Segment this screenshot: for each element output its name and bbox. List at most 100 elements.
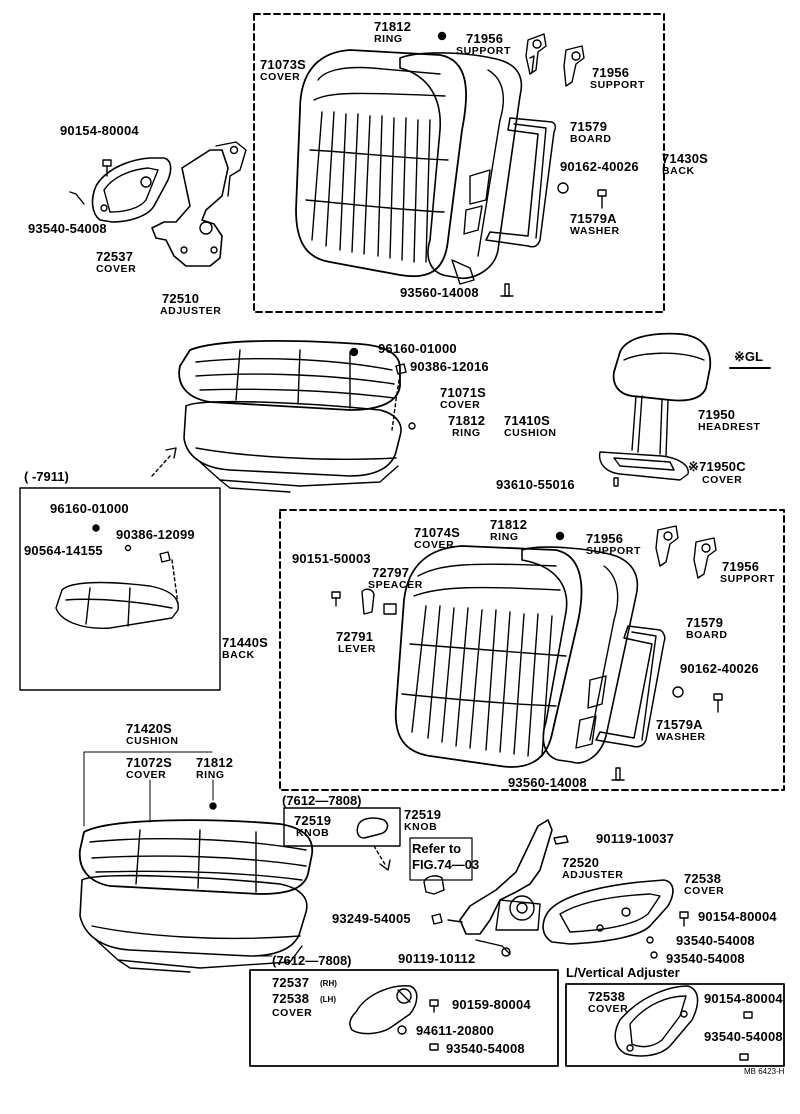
label-71440s: 71440S [222, 635, 269, 650]
label-rh: (RH) [320, 979, 337, 988]
label-cover-71074s: COVER [414, 539, 455, 551]
upper-back-group-frame [253, 13, 665, 313]
label-71074s: 71074S [414, 525, 461, 540]
upper-seatback-cover [295, 49, 467, 278]
label-knob: KNOB [404, 821, 438, 833]
knob-box [283, 807, 401, 871]
bottom-box-left [249, 955, 559, 1067]
label-71579a-upper: 71579A [570, 211, 617, 226]
label-7911: ( -7911) [24, 469, 69, 484]
label-71956-lower-2: 71956 [722, 559, 760, 574]
label-93540-54008-mid-1: 93540-54008 [676, 933, 755, 948]
label-7612-7808-top: (7612—7808) [282, 793, 362, 808]
lower-back-group-frame [279, 509, 785, 791]
label-71073s: 71073S [260, 57, 307, 72]
label-ring-lower: RING [490, 531, 519, 543]
label-cover-72537-upper: COVER [96, 263, 137, 275]
label-90154-80004-mid: 90154-80004 [698, 909, 777, 924]
label-71579-lower: 71579 [686, 615, 724, 630]
vertical-adjuster [431, 819, 569, 957]
label-90564-14155: 90564-14155 [24, 543, 103, 558]
label-71956-lower-1: 71956 [586, 531, 624, 546]
label-90119-10037: 90119-10037 [596, 831, 675, 846]
label-cover-bottom-right: COVER [588, 1003, 629, 1015]
label-lever: LEVER [338, 643, 377, 655]
label-71410s: 71410S [504, 413, 551, 428]
label-ring-front: RING [196, 769, 225, 781]
label-72519-box: 72519 [294, 813, 332, 828]
rear-seat-cushion-cover [178, 340, 401, 411]
label-93540-54008-mid-2: 93540-54008 [666, 951, 745, 966]
label-71430s: 71430S [662, 151, 709, 166]
label-72538-bottom-right: 72538 [588, 989, 626, 1004]
label-knob-box: KNOB [296, 827, 330, 839]
label-washer-upper: WASHER [570, 225, 620, 237]
front-seat-cushion-frame [79, 802, 308, 973]
rear-seat-cushion-frame [183, 347, 416, 493]
label-cover-71950c: COVER [702, 474, 743, 486]
label-gl: ※GL [734, 349, 763, 364]
label-71956-upper-2: 71956 [592, 65, 630, 80]
refer-box [409, 837, 473, 895]
bottom-box-right [565, 983, 785, 1067]
label-71812-front: 71812 [196, 755, 234, 770]
label-cover-bottom-left: COVER [272, 1007, 313, 1019]
label-72538-upper: 72538 [684, 871, 722, 886]
label-speacer: SPEACER [368, 579, 423, 591]
label-71420s: 71420S [126, 721, 173, 736]
label-adjuster-72520: ADJUSTER [562, 869, 624, 881]
label-71579-upper: 71579 [570, 119, 608, 134]
label-93560-14008-lower: 93560-14008 [508, 775, 587, 790]
label-71950c: ※71950C [688, 459, 746, 474]
label-72510: 72510 [162, 291, 200, 306]
label-washer-lower: WASHER [656, 731, 706, 743]
label-71072s: 71072S [126, 755, 173, 770]
label-72519: 72519 [404, 807, 442, 822]
label-93540-54008-upper: 93540-54008 [28, 221, 107, 236]
label-93610-55016: 93610-55016 [496, 477, 575, 492]
label-71956-upper-1: 71956 [466, 31, 504, 46]
label-7612-7808-bottom: (7612—7808) [272, 953, 352, 968]
label-96160-01000-inset: 96160-01000 [50, 501, 129, 516]
upper-adjuster-and-cover [69, 141, 247, 267]
label-cover-71072s: COVER [126, 769, 167, 781]
label-leader-lines [83, 751, 214, 827]
label-93540-54008-bottom-left: 93540-54008 [446, 1041, 525, 1056]
lower-seatback-frame [521, 546, 639, 764]
headrest [598, 332, 771, 487]
label-refer-to: Refer to [412, 841, 462, 856]
adjuster-cover-72538 [542, 879, 689, 959]
label-72537-upper: 72537 [96, 249, 134, 264]
label-90154-80004-upper: 90154-80004 [60, 123, 139, 138]
upper-supports [525, 33, 585, 87]
label-ring-cushion: RING [452, 427, 481, 439]
label-cover-71073s: COVER [260, 71, 301, 83]
lower-small-parts [331, 531, 723, 781]
label-71579a-lower: 71579A [656, 717, 703, 732]
label-71812-upper: 71812 [374, 19, 412, 34]
upper-seatback-frame [399, 52, 523, 285]
label-cushion-71420s: CUSHION [126, 735, 179, 747]
label-adjuster-72510: ADJUSTER [160, 305, 222, 317]
label-93249-54005: 93249-54005 [332, 911, 411, 926]
label-cover-71071s: COVER [440, 399, 481, 411]
label-71812-cushion: 71812 [448, 413, 486, 428]
inset-box-7911 [19, 487, 221, 691]
front-seat-cushion-cover [78, 819, 314, 895]
label-72791: 72791 [336, 629, 374, 644]
label-fig-74-03: FIG.74—03 [412, 857, 480, 872]
label-96160-01000: 96160-01000 [378, 341, 457, 356]
label-back-71440s: BACK [222, 649, 255, 661]
inset-arrow [151, 447, 177, 477]
label-94611-20800: 94611-20800 [416, 1023, 495, 1038]
label-lh: (LH) [320, 995, 336, 1004]
upper-board [485, 117, 557, 248]
label-72797: 72797 [372, 565, 410, 580]
label-93540-54008-bottom-right: 93540-54008 [704, 1029, 783, 1044]
label-71950: 71950 [698, 407, 736, 422]
label-drawing-code: MB 6423-H [744, 1067, 785, 1076]
label-90386-12099: 90386-12099 [116, 527, 195, 542]
label-board-lower: BOARD [686, 629, 728, 641]
